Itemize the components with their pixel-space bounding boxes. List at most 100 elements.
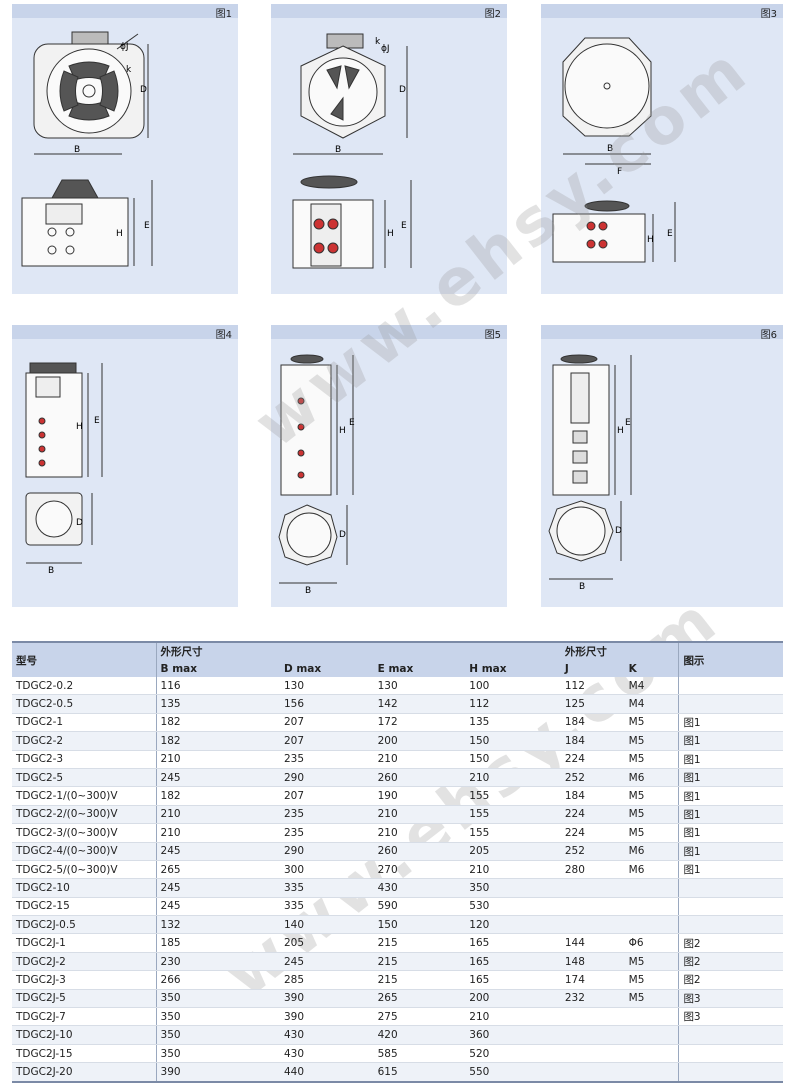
- table-cell: 148: [560, 952, 625, 972]
- table-cell: 430: [280, 1044, 374, 1064]
- table-cell: 图1: [678, 860, 783, 880]
- table-cell: 图1: [678, 805, 783, 825]
- dim-label-e: E: [625, 418, 631, 428]
- table-cell: 430: [280, 1025, 374, 1045]
- table-subheader-row: B max D max E max H max J K: [12, 660, 783, 677]
- table-cell: 120: [465, 915, 561, 935]
- dim-label-e: E: [94, 416, 100, 426]
- table-cell: M6: [624, 842, 679, 861]
- dim-label-b: B: [335, 145, 341, 155]
- dim-label-d: D: [399, 85, 406, 95]
- table-cell: 184: [560, 731, 625, 751]
- figure-panel-1: 图1 B D ϕJ k H E: [12, 4, 238, 294]
- table-cell: TDGC2-10: [12, 878, 157, 898]
- table-cell: 图1: [678, 823, 783, 843]
- table-cell: TDGC2J-2: [12, 952, 157, 972]
- table-cell: 210: [155, 823, 280, 843]
- table-cell: TDGC2J-15: [12, 1044, 157, 1064]
- table-cell: TDGC2-0.5: [12, 694, 157, 714]
- table-cell: 350: [155, 989, 280, 1009]
- table-cell: TDGC2-1: [12, 713, 157, 733]
- table-cell: 图3: [678, 989, 783, 1009]
- table-cell: M5: [624, 823, 679, 843]
- dim-label-e: E: [349, 418, 355, 428]
- table-cell: 156: [280, 694, 374, 714]
- table-cell: [560, 1007, 625, 1027]
- table-cell: 142: [373, 694, 466, 714]
- table-cell: 185: [155, 933, 280, 953]
- table-cell: M5: [624, 786, 679, 806]
- table-cell: 182: [155, 713, 280, 733]
- table-cell: M5: [624, 989, 679, 1009]
- dim-label-e: E: [667, 229, 673, 239]
- table-cell: M6: [624, 860, 679, 880]
- table-cell: 285: [280, 970, 374, 990]
- dim-label-b: B: [579, 582, 585, 592]
- table-cell: TDGC2-3/(0~300)V: [12, 823, 157, 843]
- figure-panel-2: 图2 B D ϕJ k H E: [271, 4, 507, 294]
- table-cell: 390: [155, 1062, 280, 1083]
- table-cell: 245: [280, 952, 374, 972]
- dim-label-d: D: [615, 526, 622, 536]
- table-cell: 235: [280, 805, 374, 825]
- table-cell: [624, 1025, 679, 1045]
- header-figure: 图示: [678, 641, 783, 677]
- table-cell: [560, 878, 625, 898]
- table-cell: 440: [280, 1062, 374, 1083]
- dim-label-d: D: [140, 85, 147, 95]
- table-cell: 116: [155, 677, 280, 696]
- table-cell: 290: [280, 768, 374, 788]
- table-cell: 190: [373, 786, 466, 806]
- table-cell: 165: [465, 952, 561, 972]
- table-cell: 100: [465, 677, 561, 696]
- table-cell: 207: [280, 713, 374, 733]
- table-cell: [624, 897, 679, 917]
- table-cell: 207: [280, 786, 374, 806]
- table-cell: 290: [280, 842, 374, 861]
- table-cell: 270: [373, 860, 466, 880]
- table-cell: 245: [155, 768, 280, 788]
- table-cell: TDGC2-4/(0~300)V: [12, 842, 157, 861]
- table-cell: 232: [560, 989, 625, 1009]
- table-cell: 图2: [678, 952, 783, 972]
- table-cell: 350: [155, 1025, 280, 1045]
- table-cell: 132: [155, 915, 280, 935]
- table-cell: 155: [465, 786, 561, 806]
- table-cell: 265: [373, 989, 466, 1009]
- table-cell: 390: [280, 989, 374, 1009]
- figure-panel-3: 图3 B F H E: [541, 4, 783, 294]
- table-cell: TDGC2-3: [12, 750, 157, 769]
- table-cell: 200: [465, 989, 561, 1009]
- table-cell: 590: [373, 897, 466, 917]
- table-cell: M4: [624, 694, 679, 714]
- figure-header: [12, 325, 238, 339]
- table-cell: 210: [155, 805, 280, 825]
- table-cell: 140: [280, 915, 374, 935]
- dim-label-j: ϕJ: [120, 42, 129, 52]
- header-model: 型号: [12, 641, 157, 677]
- table-cell: 112: [560, 677, 625, 696]
- figure-panel-6: 图6 H E B D: [541, 325, 783, 607]
- header-group-1: 外形尺寸: [155, 641, 561, 660]
- table-cell: TDGC2J-0.5: [12, 915, 157, 935]
- dim-label-e: E: [401, 221, 407, 231]
- dim-label-f: F: [617, 167, 622, 177]
- table-cell: 224: [560, 750, 625, 769]
- figure-header: [271, 325, 507, 339]
- table-cell: 130: [280, 677, 374, 696]
- table-cell: 184: [560, 786, 625, 806]
- dim-label-k: k: [126, 65, 132, 75]
- table-header-row: 型号 外形尺寸 外形尺寸 图示: [12, 641, 783, 677]
- table-cell: 172: [373, 713, 466, 733]
- table-cell: 135: [465, 713, 561, 733]
- dim-label-d: D: [339, 530, 346, 540]
